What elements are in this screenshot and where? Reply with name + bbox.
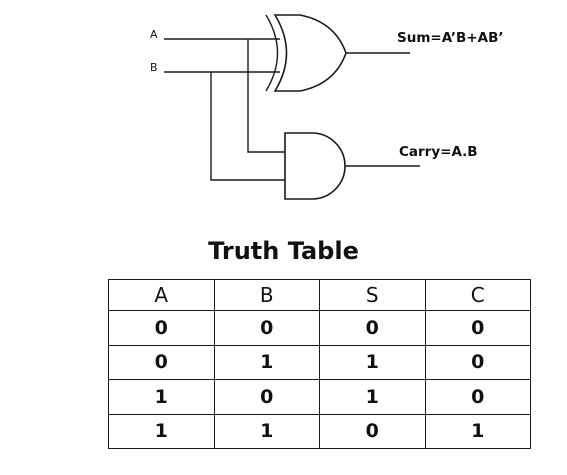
table-cell: 1	[108, 379, 215, 415]
table-cell: 0	[424, 344, 531, 380]
table-cell: 1	[213, 344, 320, 380]
table-cell: 1	[108, 413, 215, 449]
a-branch-wire	[247, 39, 285, 153]
table-cell: 0	[213, 379, 320, 415]
and-gate	[284, 132, 346, 200]
xor-extra-arc	[265, 14, 279, 92]
table-cell: 0	[319, 413, 426, 449]
truth-table-title: Truth Table	[208, 237, 359, 265]
table-row: 0 0 0 0	[108, 310, 531, 346]
b-branch-wire	[210, 72, 285, 181]
table-cell: 1	[319, 379, 426, 415]
half-adder-circuit: A B Sum=A’B+AB’ Carry=A.B	[150, 14, 504, 200]
table-row: 1 1 0 1	[108, 413, 531, 449]
table-cell: 0	[319, 310, 426, 346]
table-cell: 0	[108, 310, 215, 346]
input-b-label: B	[150, 61, 158, 74]
header-c: C	[424, 279, 531, 311]
carry-output-label: Carry=A.B	[399, 144, 478, 160]
table-cell: 1	[319, 344, 426, 380]
table-header-row: A B S C	[108, 279, 531, 311]
table-cell: 1	[213, 413, 320, 449]
header-s: S	[319, 279, 426, 311]
table-cell: 1	[424, 413, 531, 449]
table-row: 0 1 1 0	[108, 344, 531, 380]
table-cell: 0	[213, 310, 320, 346]
table-cell: 0	[424, 379, 531, 415]
table-cell: 0	[108, 344, 215, 380]
sum-output-label: Sum=A’B+AB’	[397, 30, 504, 46]
table-cell: 0	[424, 310, 531, 346]
header-b: B	[213, 279, 320, 311]
input-a-label: A	[150, 28, 158, 41]
table-row: 1 0 1 0	[108, 379, 531, 415]
xor-gate	[273, 14, 347, 92]
header-a: A	[108, 279, 215, 311]
truth-table: A B S C 0 0 0 0 0 1 1 0 1 0 1 0 1 1 0 1	[108, 279, 531, 449]
